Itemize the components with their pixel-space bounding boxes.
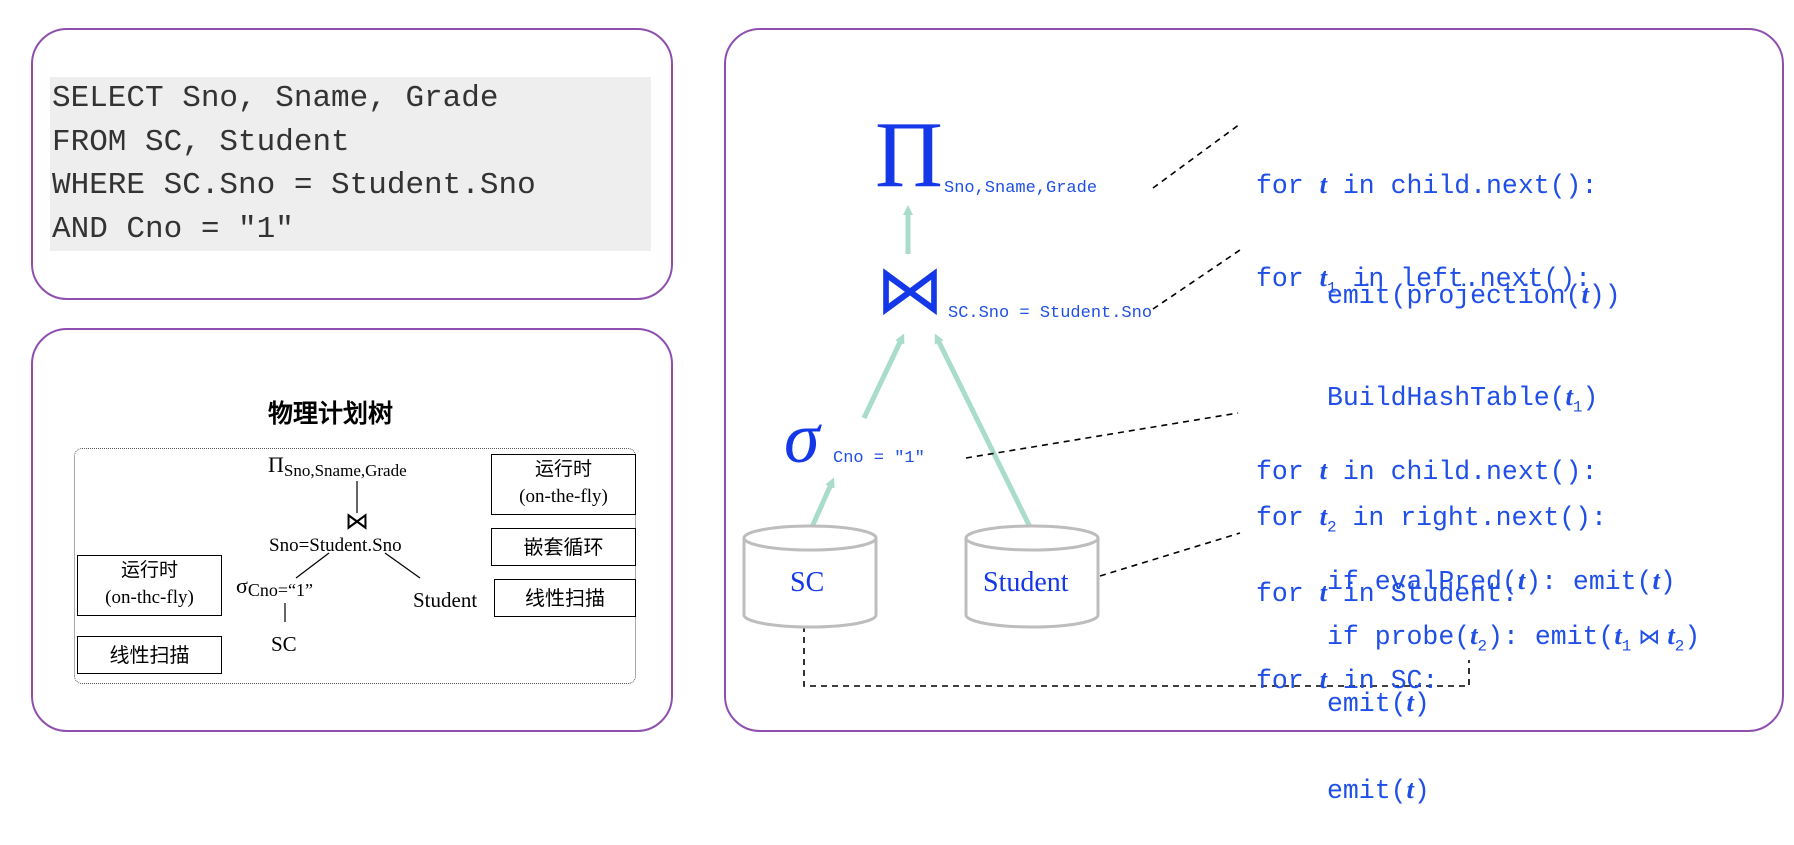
- pt-select-method-box: 运行时 (on-thc-fly): [77, 555, 222, 616]
- code-var: t: [1319, 664, 1327, 694]
- op-select-cond: Cno = "1": [833, 449, 925, 468]
- code-kw: for: [1256, 457, 1320, 487]
- code-var: t: [1667, 619, 1675, 650]
- pt-leaf-sc: SC: [271, 632, 297, 656]
- code-projection-line2: emit(projection(t)): [1256, 276, 1621, 314]
- code-var: t: [1319, 577, 1327, 607]
- physical-plan-title: 物理计划树: [268, 399, 394, 428]
- pt-join-symbol: ⋈: [345, 509, 369, 535]
- code-var: t: [1406, 774, 1414, 804]
- pt-sc-scan-box: 线性扫描: [77, 636, 222, 674]
- code-text: in Student:: [1327, 579, 1518, 609]
- pt-projection-sub: Sno,Sname,Grade: [283, 461, 407, 480]
- op-select-symbol: σ: [784, 398, 820, 478]
- code-var: t: [1319, 500, 1327, 531]
- code-kw: for: [1256, 264, 1320, 294]
- code-join-line4: if probe(t2): emit(t1 ⋈ t2): [1256, 617, 1700, 664]
- code-sub: 2: [1327, 517, 1337, 536]
- code-join: for t1 in left.next(): BuildHashTable(t1…: [1256, 187, 1700, 700]
- op-projection-attrs: Sno,Sname,Grade: [944, 179, 1098, 198]
- pt-select-method-line2: (on-thc-fly): [105, 587, 194, 608]
- pt-proj-method-box: 运行时 (on-the-fly): [491, 454, 636, 515]
- code-var: t: [1319, 169, 1327, 199]
- code-text: in right.next():: [1336, 502, 1607, 533]
- code-sub: 2: [1477, 637, 1488, 656]
- code-kw: for: [1256, 171, 1320, 201]
- code-text: ): [1582, 383, 1599, 414]
- code-text: in child.next():: [1327, 457, 1598, 487]
- pt-student-scan-box: 线性扫描: [494, 579, 636, 617]
- table-student-label: Student: [983, 567, 1069, 598]
- code-text: in left.next():: [1336, 264, 1592, 294]
- code-text: emit(: [1327, 689, 1407, 719]
- code-text: ): emit(: [1487, 621, 1615, 652]
- code-text: ): emit(: [1525, 567, 1653, 597]
- code-sc-line2: emit(t): [1256, 771, 1438, 809]
- code-sub: 2: [1674, 637, 1685, 656]
- code-sub: 1: [1572, 398, 1583, 417]
- code-var: t: [1614, 619, 1622, 650]
- code-kw: for: [1256, 666, 1320, 696]
- code-var: t: [1319, 262, 1327, 292]
- code-sc-scan: for t in SC: emit(t): [1256, 589, 1438, 845]
- pt-proj-method-line1: 运行时: [534, 458, 592, 480]
- pt-select: σCno=“1”: [236, 573, 313, 600]
- op-join-cond: SC.Sno = Student.Sno: [948, 304, 1153, 323]
- code-text: emit(: [1327, 776, 1407, 806]
- code-join-symbol: ⋈: [1631, 624, 1668, 650]
- code-text: emit(projection(: [1327, 281, 1582, 311]
- code-join-line3: for t2 in right.next():: [1256, 498, 1700, 545]
- code-text: ): [1659, 567, 1676, 597]
- pt-select-cond: Cno=“1”: [247, 580, 313, 600]
- code-join-line2: BuildHashTable(t1): [1256, 378, 1700, 425]
- code-text: ): [1684, 621, 1701, 652]
- table-sc-label: SC: [790, 567, 825, 598]
- code-sc-line1: for t in SC:: [1256, 661, 1438, 699]
- op-join-symbol: ⋈: [876, 252, 944, 328]
- code-kw: for: [1256, 502, 1320, 533]
- code-var: t: [1652, 565, 1660, 595]
- sql-line-1: SELECT Sno, Sname, Grade: [52, 81, 499, 116]
- code-text: if probe(: [1327, 621, 1471, 652]
- sql-query-block: SELECT Sno, Sname, Grade FROM SC, Studen…: [50, 77, 651, 251]
- pt-projection-symbol: Π: [268, 452, 284, 477]
- code-text: ): [1413, 689, 1430, 719]
- code-projection: for t in child.next(): emit(projection(t…: [1256, 94, 1621, 350]
- code-var: t: [1565, 381, 1573, 412]
- pt-leaf-student: Student: [413, 588, 478, 612]
- pt-proj-method-line2: (on-the-fly): [519, 486, 608, 507]
- code-var: t: [1581, 279, 1589, 309]
- code-var: t: [1470, 619, 1478, 650]
- code-selection: for t in child.next(): if evalPred(t): e…: [1256, 380, 1676, 636]
- code-sub: 1: [1327, 279, 1337, 298]
- code-var: t: [1517, 565, 1526, 595]
- code-sub: 1: [1621, 637, 1632, 656]
- code-var: t: [1406, 687, 1414, 717]
- pt-join-cond: Sno=Student.Sno: [269, 535, 402, 556]
- code-text: ): [1413, 776, 1430, 806]
- pt-projection: ΠSno,Sname,Grade: [268, 452, 407, 480]
- code-text: if evalPred(: [1327, 567, 1518, 597]
- code-projection-line1: for t in child.next():: [1256, 166, 1621, 204]
- physical-plan-frame: [74, 448, 636, 684]
- code-kw: for: [1256, 579, 1320, 609]
- code-selection-line2: if evalPred(t): emit(t): [1256, 562, 1676, 600]
- code-student-scan: for t in Student: emit(t): [1256, 502, 1518, 758]
- code-text: )): [1588, 281, 1621, 311]
- code-selection-line1: for t in child.next():: [1256, 452, 1676, 490]
- code-text: in SC:: [1327, 666, 1439, 696]
- pt-select-method-line1: 运行时: [120, 559, 178, 581]
- op-projection-symbol: Π: [875, 103, 943, 207]
- code-student-line2: emit(t): [1256, 684, 1518, 722]
- code-text: BuildHashTable(: [1327, 383, 1566, 414]
- code-student-line1: for t in Student:: [1256, 574, 1518, 612]
- pt-join-method-box: 嵌套循环: [491, 528, 636, 566]
- sql-line-3: WHERE SC.Sno = Student.Sno: [52, 168, 536, 203]
- code-text: in child.next():: [1327, 171, 1598, 201]
- code-join-line1: for t1 in left.next():: [1256, 259, 1700, 306]
- pt-select-symbol: σ: [236, 573, 248, 598]
- sql-line-4: AND Cno = "1": [52, 211, 294, 247]
- code-var: t: [1319, 455, 1327, 485]
- sql-line-2: FROM SC, Student: [52, 124, 350, 160]
